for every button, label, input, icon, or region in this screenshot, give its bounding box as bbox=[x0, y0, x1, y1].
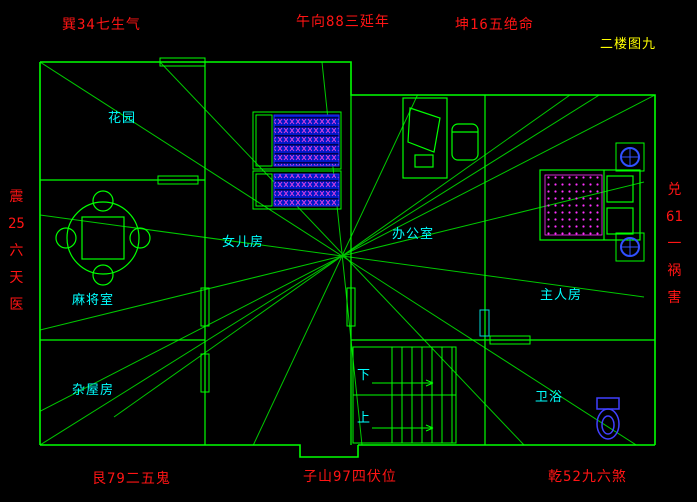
room-label-daughter: 女儿房 bbox=[222, 235, 265, 250]
office-chair-icon bbox=[451, 123, 479, 161]
compass-label-bottom-center: 子山97四伏位 bbox=[303, 469, 397, 485]
desk-icon bbox=[402, 97, 448, 179]
compass-label-left: 震 25 六 天 医 bbox=[8, 190, 25, 312]
compass-left-char: 震 bbox=[9, 189, 24, 205]
drawing-title: 二楼图九 bbox=[600, 37, 657, 52]
room-label-master: 主人房 bbox=[540, 288, 583, 303]
master-bed-icon bbox=[539, 169, 641, 241]
room-label-bathroom: 卫浴 bbox=[535, 390, 564, 405]
daughter-beds-icon bbox=[252, 111, 342, 210]
room-label-mahjong: 麻将室 bbox=[72, 293, 115, 308]
compass-label-top-center: 午向88三延年 bbox=[296, 14, 390, 30]
compass-right-char: 一 bbox=[667, 236, 682, 252]
compass-left-char: 六 bbox=[9, 243, 24, 259]
compass-left-char: 天 bbox=[9, 270, 24, 286]
room-label-garden: 花园 bbox=[108, 111, 137, 126]
toilet-icon bbox=[596, 397, 620, 440]
compass-label-bottom-left: 艮79二五鬼 bbox=[92, 471, 171, 487]
compass-right-char: 兑 bbox=[667, 182, 682, 198]
compass-left-char: 25 bbox=[8, 216, 25, 232]
compass-label-top-right: 坤16五绝命 bbox=[455, 17, 534, 33]
compass-right-char: 祸 bbox=[667, 263, 682, 279]
compass-right-char: 61 bbox=[666, 209, 683, 225]
mahjong-table-icon bbox=[55, 190, 151, 286]
stairs bbox=[352, 346, 457, 444]
ceiling-fan-icon bbox=[615, 142, 645, 262]
window-symbols bbox=[157, 57, 531, 393]
stairs-label-up: 上 bbox=[357, 411, 371, 426]
compass-left-char: 医 bbox=[9, 297, 24, 313]
compass-label-bottom-right: 乾52九六煞 bbox=[548, 469, 627, 485]
compass-label-right: 兑 61 一 祸 害 bbox=[666, 183, 683, 305]
room-label-office: 办公室 bbox=[392, 227, 435, 242]
compass-right-char: 害 bbox=[667, 290, 682, 306]
room-label-storage: 杂屋房 bbox=[72, 383, 115, 398]
compass-label-top-left: 巽34七生气 bbox=[62, 17, 141, 33]
stairs-label-down: 下 bbox=[357, 368, 371, 383]
